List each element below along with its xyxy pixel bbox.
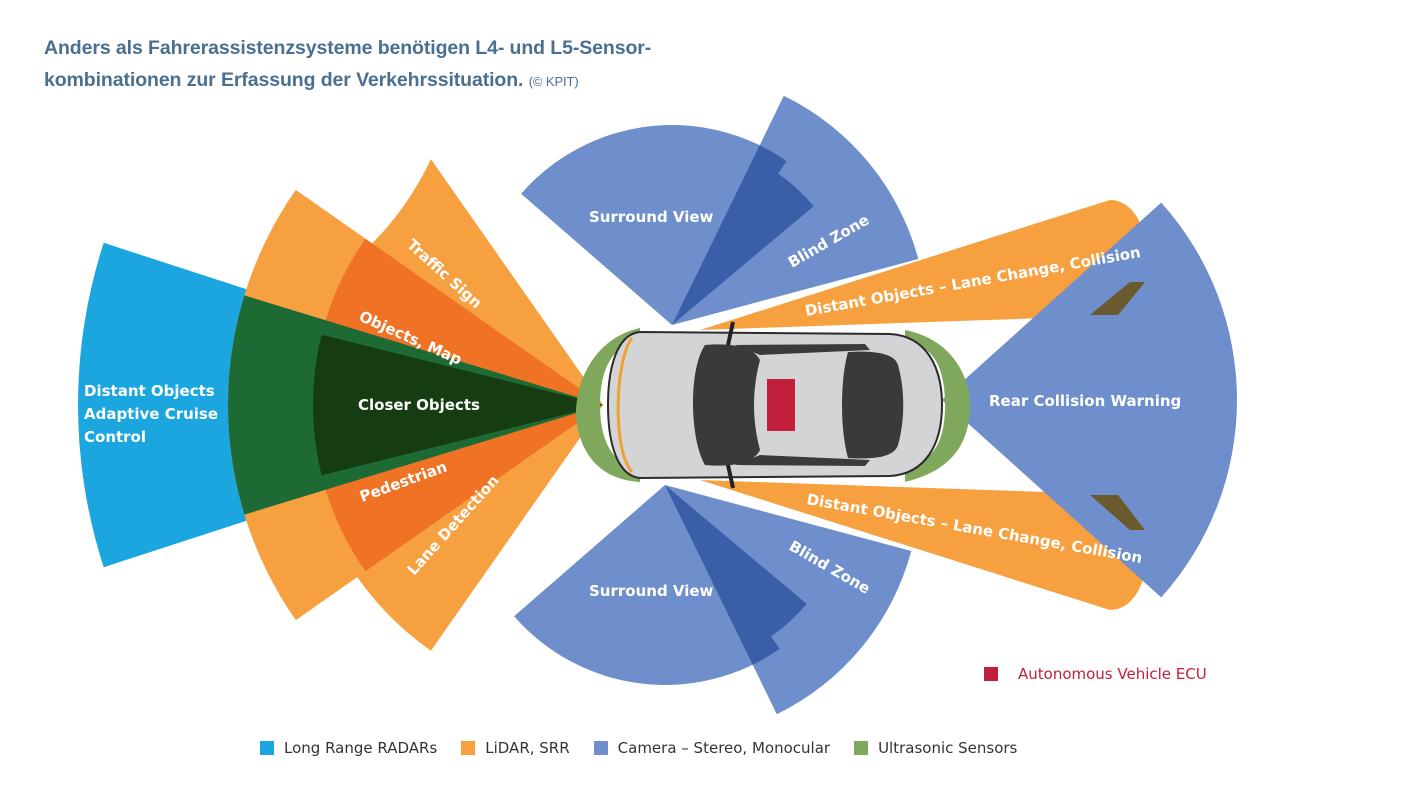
label-rear-collision: Rear Collision Warning	[989, 392, 1181, 410]
lidar-lane-detection-zone	[331, 405, 603, 651]
closer-objects-zone	[312, 334, 603, 476]
label-surround-view-top: Surround View	[589, 208, 714, 226]
legend-label-radar: Long Range RADARs	[284, 739, 438, 757]
caption-line-1: Anders als Fahrerassistenzsysteme benöti…	[44, 37, 652, 59]
legend-item-radar: Long Range RADARs	[260, 739, 437, 757]
ecu-legend-label: Autonomous Vehicle ECU	[1018, 665, 1207, 683]
camera-rear-collision-zone	[942, 202, 1237, 598]
camera-overlap-bottom-2	[665, 485, 807, 637]
front-windshield	[692, 344, 760, 466]
legend-item-lidar: LiDAR, SRR	[461, 739, 570, 757]
legend-label-ultrasonic: Ultrasonic Sensors	[878, 739, 1018, 757]
lidar-lane-change-bottom	[700, 480, 1148, 610]
label-front-radar-1: Distant Objects	[84, 382, 215, 400]
ultrasonic-rear	[905, 330, 970, 482]
camera-surround-view-bottom	[514, 485, 780, 685]
figure-caption: Anders als Fahrerassistenzsysteme benöti…	[44, 32, 651, 98]
camera-overlap-bottom	[665, 485, 780, 665]
label-closer-objects: Closer Objects	[358, 396, 480, 414]
autonomous-vehicle-ecu	[767, 379, 795, 431]
mirror-bottom	[726, 464, 735, 489]
side-window-top	[735, 344, 870, 355]
legend: Long Range RADARs LiDAR, SRR Camera – St…	[260, 739, 1017, 757]
lidar-lane-change-top	[700, 200, 1148, 330]
legend-swatch-radar	[260, 741, 274, 755]
caption-line-2: kombinationen zur Erfassung der Verkehrs…	[44, 64, 651, 98]
legend-swatch-ultrasonic	[854, 741, 869, 755]
legend-label-lidar: LiDAR, SRR	[485, 739, 570, 757]
camera-overlap-top	[672, 145, 787, 325]
label-front-radar-2: Adaptive Cruise	[84, 405, 218, 423]
label-surround-view-bottom: Surround View	[589, 582, 714, 600]
rear-window	[842, 351, 904, 459]
legend-item-camera: Camera – Stereo, Monocular	[593, 739, 831, 757]
label-front-radar-3: Control	[84, 428, 146, 446]
vehicle	[575, 321, 970, 489]
lidar-traffic-sign-fill	[331, 159, 603, 405]
ultrasonic-front	[575, 328, 640, 482]
mirror-top	[726, 321, 735, 346]
ecu-legend: Autonomous Vehicle ECU	[984, 665, 1207, 683]
front-bumper-lights	[616, 337, 634, 474]
ecu-swatch	[984, 667, 998, 681]
coverage-shapes	[78, 95, 1237, 715]
caption-credit: (© KPIT)	[528, 74, 579, 89]
legend-swatch-camera	[593, 741, 608, 755]
legend-swatch-lidar	[461, 741, 476, 755]
rear-overlap-bottom	[1090, 495, 1145, 530]
camera-surround-view-top	[521, 125, 787, 325]
legend-item-ultrasonic: Ultrasonic Sensors	[854, 739, 1017, 757]
caption-line-2-text: kombinationen zur Erfassung der Verkehrs…	[44, 69, 524, 91]
rear-overlap-top	[1090, 282, 1145, 315]
side-window-bottom	[735, 455, 870, 466]
camera-overlap-top-2	[672, 173, 814, 325]
legend-label-camera: Camera – Stereo, Monocular	[617, 739, 831, 757]
